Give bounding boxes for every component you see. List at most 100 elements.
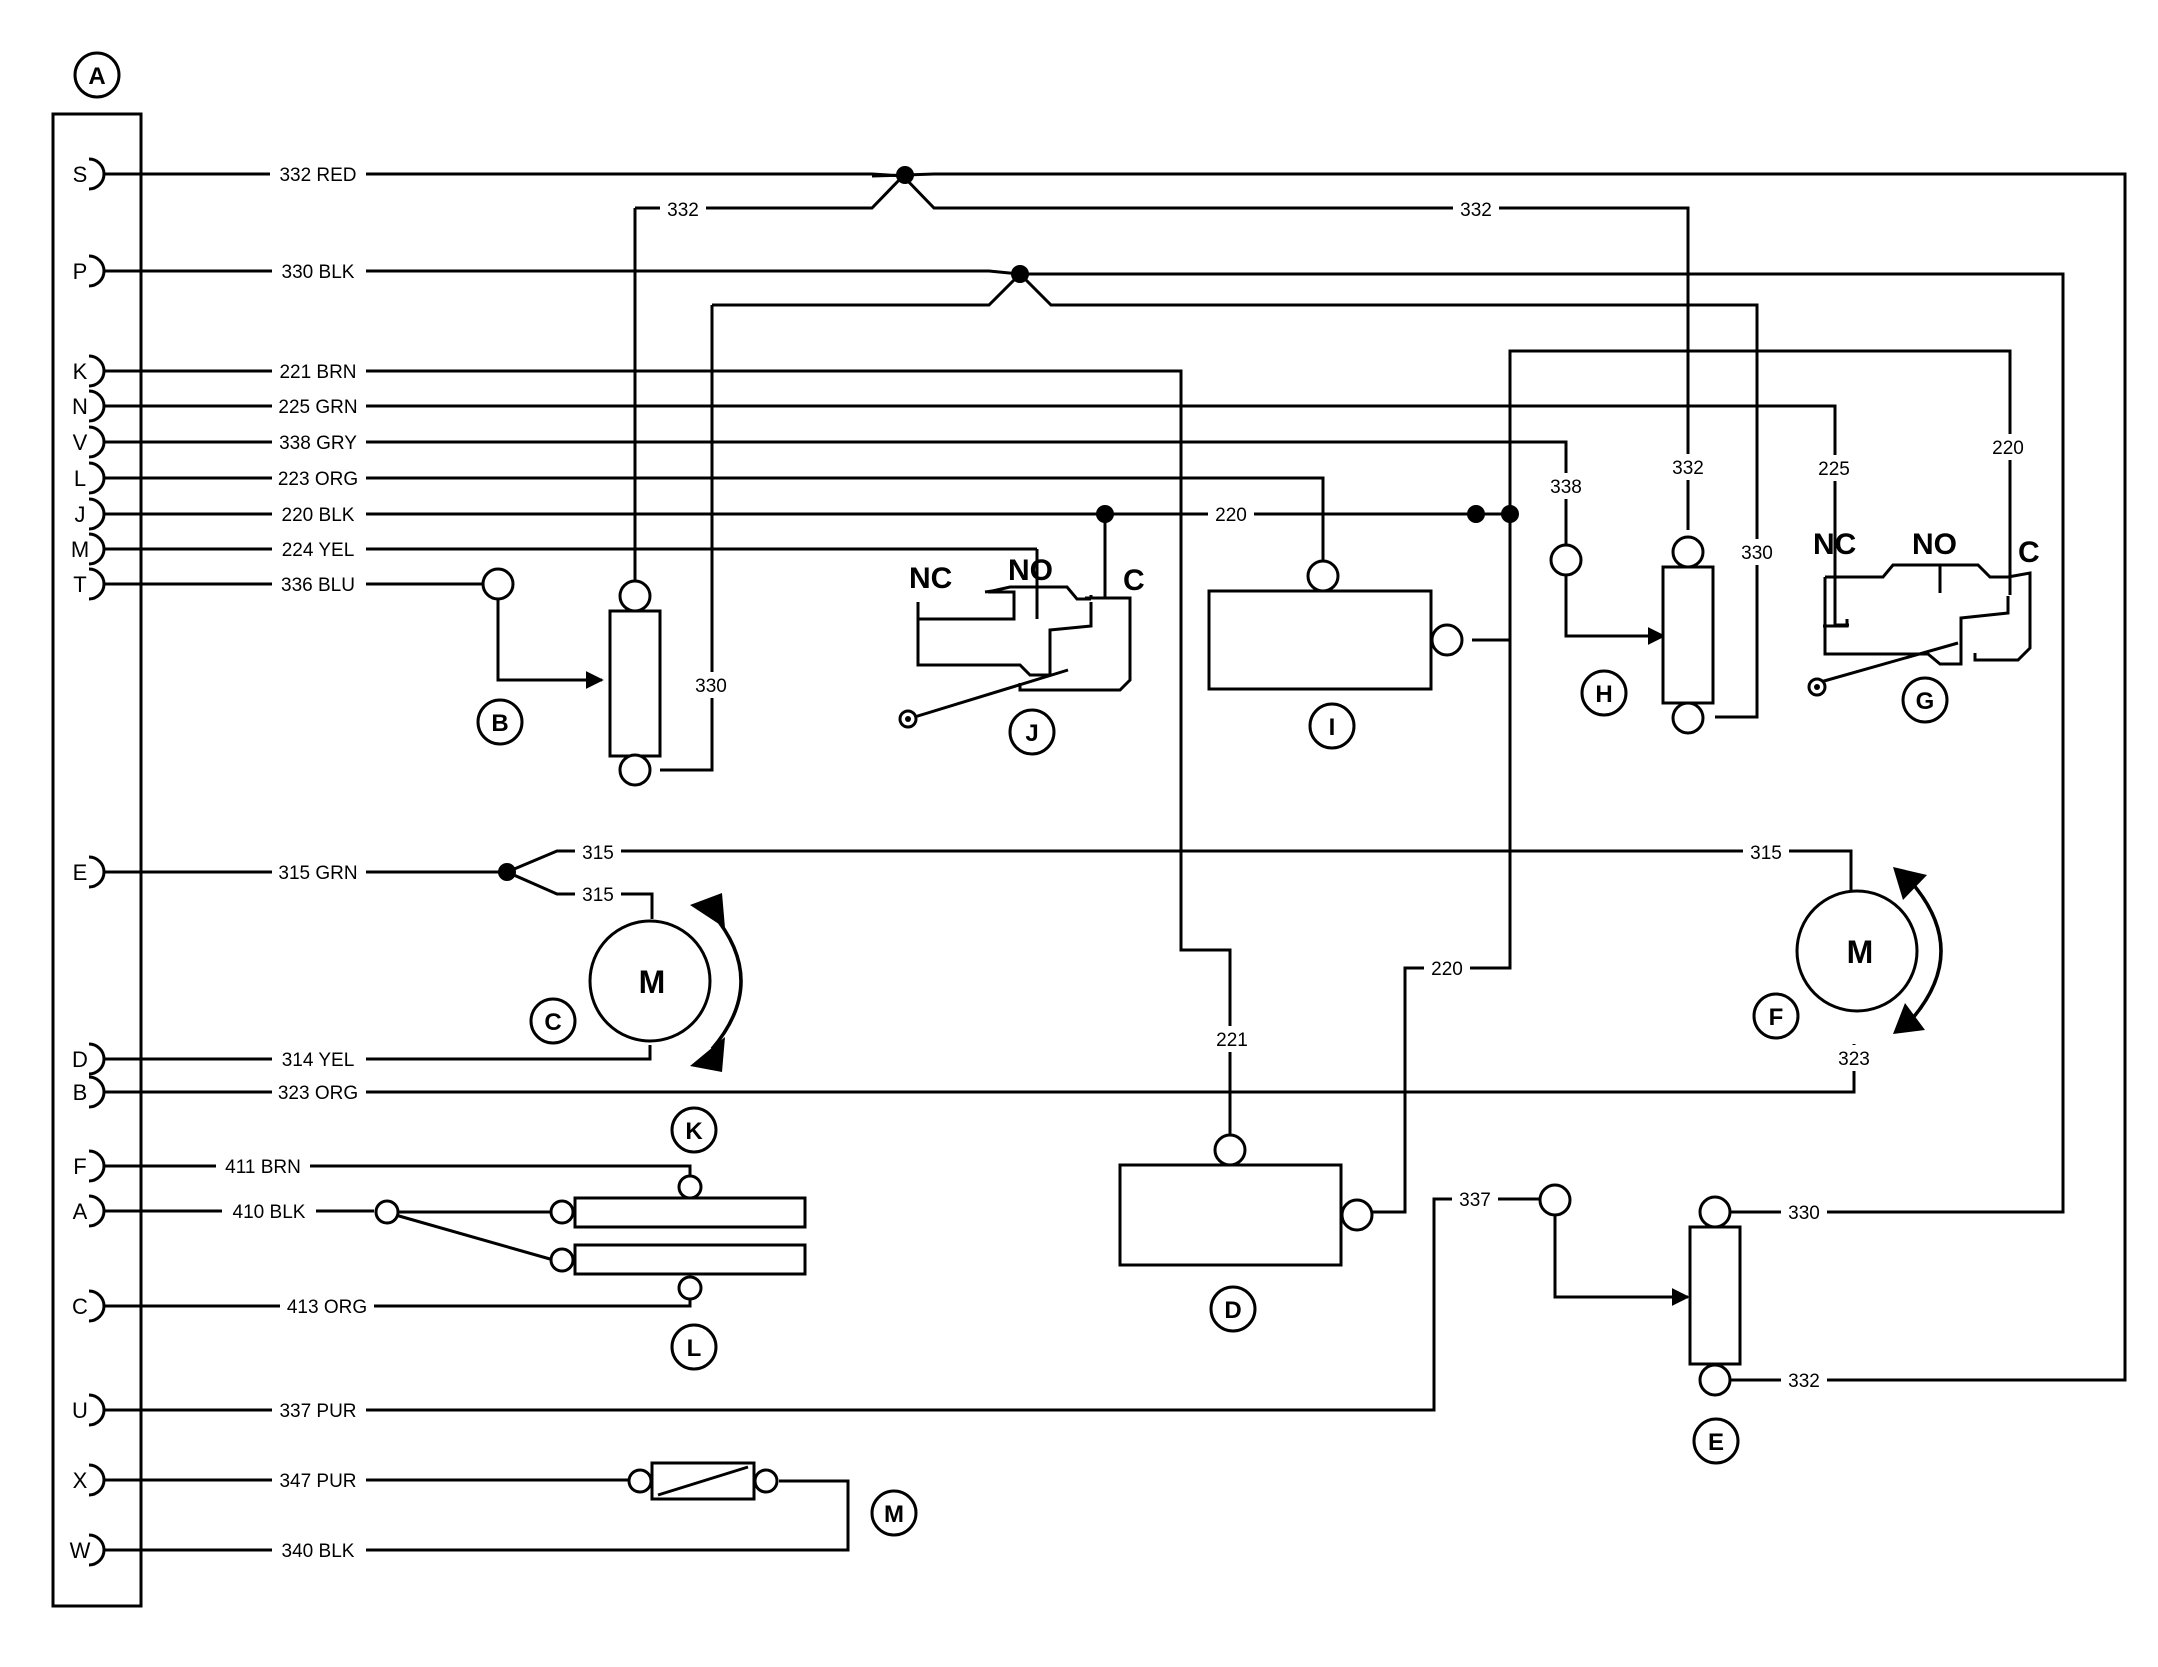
component-i-body <box>1207 589 1433 691</box>
component-g: NC NO C G <box>1807 528 2040 724</box>
callout-l-circle <box>670 1323 718 1371</box>
wire-label-j: 220 BLK <box>282 505 355 526</box>
wires <box>104 166 2127 1552</box>
wire-num-220-j: 220 <box>1215 505 1247 526</box>
wire-num-220-d: 220 <box>1431 959 1463 980</box>
component-b-body <box>608 609 662 758</box>
wire-num-338: 338 <box>1550 477 1582 498</box>
motor-c-body <box>588 919 712 1043</box>
pin-w: W <box>70 1538 91 1563</box>
pin-x: X <box>73 1468 88 1493</box>
wire-num-221: 221 <box>1216 1030 1248 1051</box>
wire-label-c: 413 ORG <box>287 1297 367 1318</box>
callout-c: C <box>544 1009 561 1036</box>
callout-g: G <box>1916 688 1935 715</box>
callout-k: K <box>685 1118 703 1145</box>
component-i: I <box>1207 559 1464 750</box>
terminal-i-top <box>1306 559 1340 593</box>
component-h: H <box>1549 535 1715 735</box>
terminal-d-right <box>1340 1198 1374 1232</box>
component-f-motor: M F <box>1752 867 1943 1040</box>
pin-j: J <box>75 502 86 527</box>
pin-d: D <box>72 1047 88 1072</box>
wire-num-332-b: 332 <box>667 200 699 221</box>
terminal-m-left <box>627 1468 653 1494</box>
pin-p: P <box>73 259 88 284</box>
pin-v: V <box>73 430 88 455</box>
wire-num-225: 225 <box>1818 459 1850 480</box>
wire-num-315-top: 315 <box>582 843 614 864</box>
terminal-l-left <box>549 1247 575 1273</box>
wire-num-315-f: 315 <box>1750 843 1782 864</box>
wire-label-t: 336 BLU <box>281 575 355 596</box>
motor-f-body <box>1795 889 1919 1013</box>
terminal-e-top <box>1698 1195 1732 1229</box>
callout-i: I <box>1329 714 1336 741</box>
terminal-b-bottom <box>618 753 652 787</box>
pin-k: K <box>73 359 88 384</box>
terminal-i-right <box>1430 623 1464 657</box>
terminal-e-bottom <box>1698 1363 1732 1397</box>
switch-g-nc: NC <box>1813 528 1856 561</box>
pin-m: M <box>71 537 89 562</box>
callout-l: L <box>687 1335 702 1362</box>
switch-j-nc: NC <box>909 562 952 595</box>
connector-a: A <box>51 51 143 1608</box>
wire-num-330-h: 330 <box>1741 543 1773 564</box>
pin-l: L <box>74 466 86 491</box>
wire-label-v: 338 GRY <box>279 433 357 454</box>
wire-label-n: 225 GRN <box>278 397 357 418</box>
wire-label-m: 224 YEL <box>282 540 355 561</box>
motor-c-label: M <box>639 964 666 1000</box>
terminal-b-top <box>618 579 652 613</box>
pin-s: S <box>73 162 88 187</box>
wire-num-315-c: 315 <box>582 885 614 906</box>
terminal-k <box>677 1174 703 1200</box>
contact-l-body <box>573 1243 807 1276</box>
wire-num-332-h2: 332 <box>1672 458 1704 479</box>
callout-c-circle <box>529 997 577 1045</box>
pin-b: B <box>73 1080 88 1105</box>
wire-label-e: 315 GRN <box>278 863 357 884</box>
pin-n: N <box>72 394 88 419</box>
callout-b: B <box>491 710 508 737</box>
wire-num-323: 323 <box>1838 1049 1870 1070</box>
pin-a: A <box>73 1199 88 1224</box>
wire-num-220-g: 220 <box>1992 438 2024 459</box>
terminal-l <box>677 1275 703 1301</box>
wire-label-b: 323 ORG <box>278 1083 358 1104</box>
callout-d-circle <box>1209 1285 1257 1333</box>
wire-num-330-e: 330 <box>1788 1203 1820 1224</box>
callout-m: M <box>884 1501 904 1528</box>
component-b: B <box>476 567 662 787</box>
wire-label-s: 332 RED <box>279 165 356 186</box>
component-k-l: K L <box>374 1106 807 1371</box>
callout-m-circle <box>870 1489 918 1537</box>
component-j: NC NO C J <box>898 549 1145 756</box>
wire-num-337: 337 <box>1459 1190 1491 1211</box>
terminal-b-336 <box>481 567 515 601</box>
terminal-h-bottom <box>1671 701 1705 735</box>
callout-f: F <box>1769 1004 1784 1031</box>
callout-g-circle <box>1901 676 1949 724</box>
pin-e: E <box>73 860 88 885</box>
wire-num-330-b: 330 <box>695 676 727 697</box>
pin-sockets <box>88 157 106 1567</box>
callout-d: D <box>1224 1297 1241 1324</box>
component-e: E <box>1538 1183 1742 1465</box>
contact-k-body <box>573 1196 807 1229</box>
pin-u: U <box>72 1398 88 1423</box>
callout-i-circle <box>1308 702 1356 750</box>
callout-f-circle <box>1752 992 1800 1040</box>
component-c-motor: M C <box>529 893 743 1072</box>
switch-j-c: C <box>1123 564 1145 597</box>
wire-label-w: 340 BLK <box>282 1541 355 1562</box>
callout-e-circle <box>1692 1417 1740 1465</box>
wire-label-a: 410 BLK <box>233 1202 306 1223</box>
component-h-body <box>1661 565 1715 705</box>
callout-k-circle <box>670 1106 718 1154</box>
wire-num-332-e: 332 <box>1788 1371 1820 1392</box>
switch-g-c: C <box>2018 536 2040 569</box>
wire-label-p: 330 BLK <box>282 262 355 283</box>
